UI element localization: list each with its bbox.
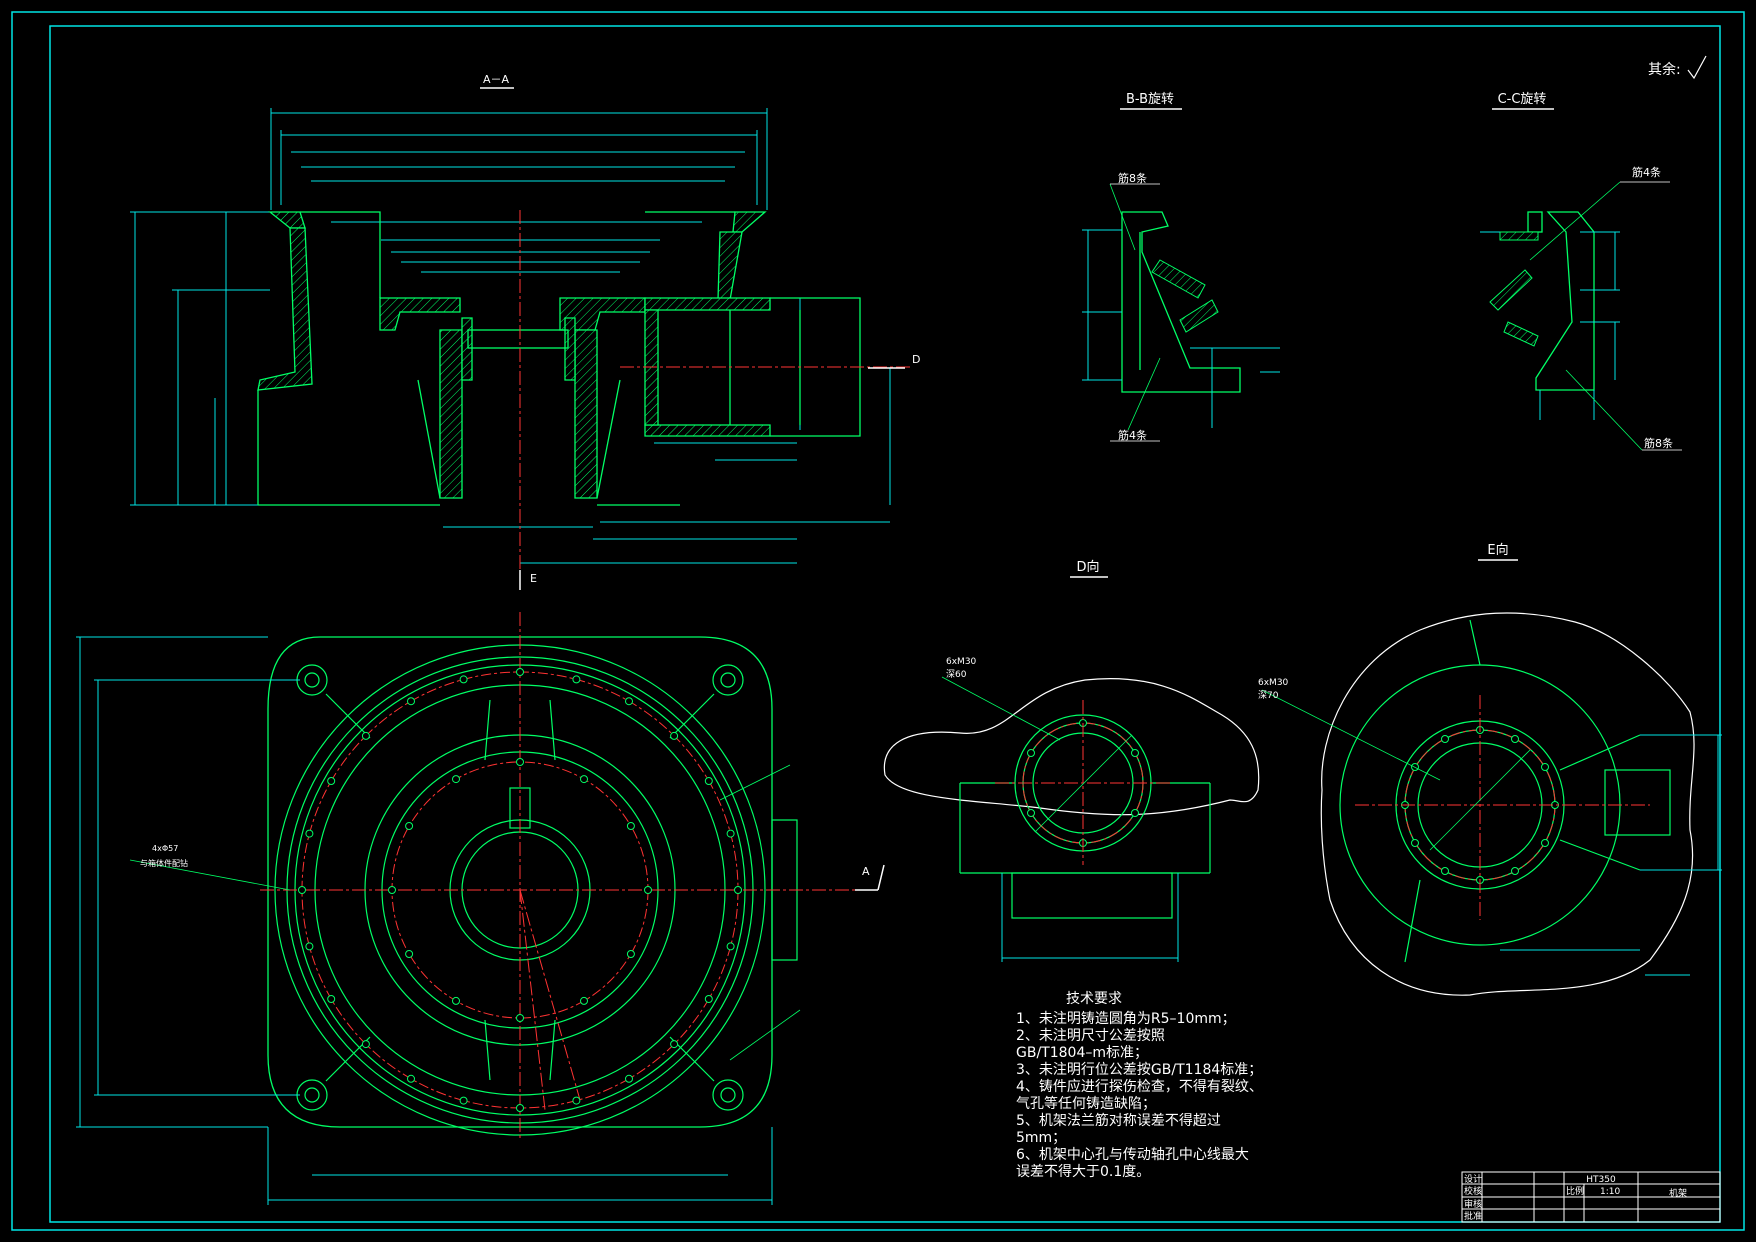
bolt-hole [305, 942, 314, 951]
bolt-hole [305, 829, 314, 838]
d-hole-spec: 6xM30 [946, 657, 977, 667]
tech-req-line-8: 5mm； [1016, 1130, 1066, 1146]
bolt-hole [625, 1074, 633, 1083]
bolt-hole [726, 942, 735, 951]
view-e-title: E向 [1487, 542, 1508, 558]
plan-view: 4xΦ57 与箱体件配钻 A [76, 612, 885, 1205]
bolt-hole [405, 950, 414, 958]
section-aa-view: A－A [130, 73, 920, 590]
bolt-hole [704, 777, 713, 785]
roughness-symbol-icon [1687, 55, 1707, 80]
tech-req-line-4: 3、未注明行位公差按GB/T1184标准； [1016, 1062, 1262, 1078]
tech-req-title: 技术要求 [1066, 991, 1122, 1007]
bolt-hole [572, 675, 581, 684]
bolt-hole [704, 995, 713, 1003]
bolt-hole [626, 822, 635, 830]
aa-dimension-lines [130, 108, 891, 564]
view-marker-a: A [862, 865, 870, 878]
bolt-hole [388, 886, 396, 894]
tb-scale: 1:10 [1600, 1187, 1620, 1197]
tb-row-check: 校核 [1464, 1185, 1482, 1197]
e-hole-depth: 深70 [1258, 690, 1279, 701]
bolt-hole [361, 1040, 370, 1049]
bolt-hole [516, 758, 524, 766]
plan-hole-note-1: 4xΦ57 [152, 844, 178, 853]
bolt-hole [459, 1096, 468, 1105]
bolt-hole [516, 668, 524, 676]
tb-scale-label: 比例 [1566, 1185, 1584, 1197]
section-bb-title: B-B旋转 [1126, 92, 1174, 107]
title-block: 设计 校核 审核 批准 HT350 比例 1:10 机架 [1461, 1171, 1721, 1223]
bolt-hole [572, 1096, 581, 1105]
tb-part-name: 机架 [1669, 1187, 1687, 1199]
tb-row-approve: 批准 [1464, 1210, 1482, 1222]
bolt-hole [405, 822, 414, 830]
bolt-hole [644, 886, 652, 894]
cc-ribs-bottom-label: 筋8条 [1644, 436, 1673, 450]
surface-roughness-note: 其余: [1648, 61, 1681, 78]
tech-req-line-10: 误差不得大于0.1度。 [1016, 1163, 1150, 1180]
bolt-hole [298, 886, 306, 894]
cc-ribs-top-label: 筋4条 [1632, 165, 1661, 179]
tb-row-design: 设计 [1464, 1173, 1482, 1185]
tech-req-line-7: 5、机架法兰筋对称误差不得超过 [1016, 1112, 1221, 1129]
tech-req-line-3: GB/T1804–m标准； [1016, 1045, 1148, 1061]
bb-ribs-top-label: 筋8条 [1118, 171, 1147, 185]
tech-req-line-9: 6、机架中心孔与传动轴孔中心线最大 [1016, 1147, 1249, 1163]
bolt-hole [327, 995, 336, 1003]
section-cc-view: C-C旋转 筋4条 筋8条 [1480, 92, 1682, 451]
tb-row-review: 审核 [1464, 1198, 1482, 1210]
bolt-hole [626, 950, 635, 958]
bolt-hole [670, 1040, 679, 1049]
bolt-hole [726, 829, 735, 838]
view-e: E向 6xM30 深70 [1258, 542, 1722, 996]
bolt-hole [734, 886, 742, 894]
plan-hole-note-2: 与箱体件配钻 [140, 858, 188, 868]
bolt-hole [580, 996, 588, 1005]
section-cc-title: C-C旋转 [1498, 92, 1547, 107]
bb-ribs-bottom-label: 筋4条 [1118, 428, 1147, 442]
inner-border [49, 25, 1721, 1223]
aa-centerline [519, 210, 910, 575]
view-marker-e: E [530, 572, 537, 585]
bolt-hole [361, 731, 370, 740]
bolt-hole [670, 731, 679, 740]
bolt-hole [516, 1014, 524, 1022]
view-d: D向 6xM30 深60 [883, 559, 1260, 962]
tech-req-line-2: 2、未注明尺寸公差按照 [1016, 1028, 1165, 1044]
bolt-hole [327, 777, 336, 785]
technical-requirements: 技术要求 1、未注明铸造圆角为R5–10mm； 2、未注明尺寸公差按照 GB/T… [1016, 991, 1263, 1180]
aa-section-walls [257, 211, 771, 499]
bolt-hole [407, 1074, 415, 1083]
section-aa-title: A－A [483, 73, 510, 86]
bolt-hole [580, 775, 588, 784]
bolt-hole [407, 697, 415, 706]
d-hole-depth: 深60 [946, 669, 967, 680]
aa-outlines [257, 211, 861, 506]
e-hole-spec: 6xM30 [1258, 678, 1289, 688]
tb-material: HT350 [1586, 1175, 1616, 1185]
bolt-hole [516, 1104, 524, 1112]
bolt-hole [459, 675, 468, 684]
view-marker-d: D [912, 353, 920, 366]
bolt-hole [625, 697, 633, 706]
tech-req-line-1: 1、未注明铸造圆角为R5–10mm； [1016, 1011, 1236, 1027]
bolt-hole [452, 996, 460, 1005]
tech-req-line-6: 气孔等任何铸造缺陷； [1016, 1095, 1156, 1112]
bolt-hole [452, 775, 460, 784]
tech-req-line-5: 4、铸件应进行探伤检查，不得有裂纹、 [1016, 1078, 1263, 1095]
outer-border [11, 11, 1745, 1231]
section-bb-view: B-B旋转 筋8条 筋4条 [1082, 92, 1280, 442]
view-d-title: D向 [1076, 559, 1099, 575]
